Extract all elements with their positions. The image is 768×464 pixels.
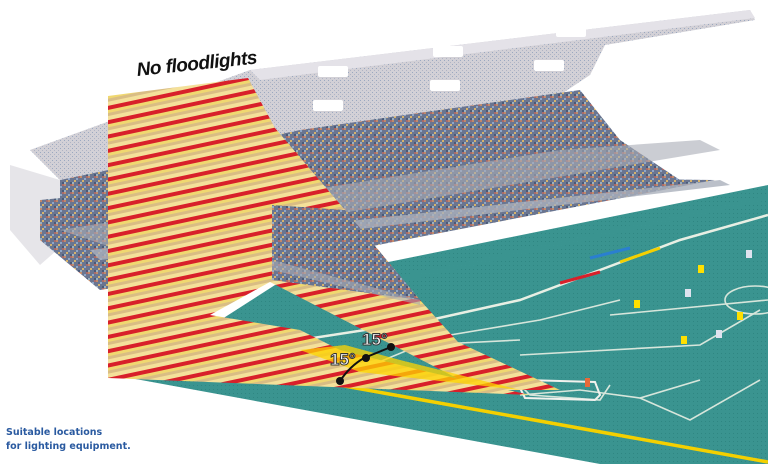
angle-label-upper: 15° [362, 330, 389, 350]
floodlight-clusters [313, 26, 586, 111]
caption: Suitable locations for lighting equipmen… [6, 426, 131, 454]
no-floodlight-zone[interactable] [108, 78, 560, 395]
angle-label-lower: 15° [330, 350, 357, 370]
caption-line-1: Suitable locations [6, 427, 103, 438]
angle-indicator [336, 343, 395, 385]
caption-line-2: for lighting equipment. [6, 441, 131, 452]
